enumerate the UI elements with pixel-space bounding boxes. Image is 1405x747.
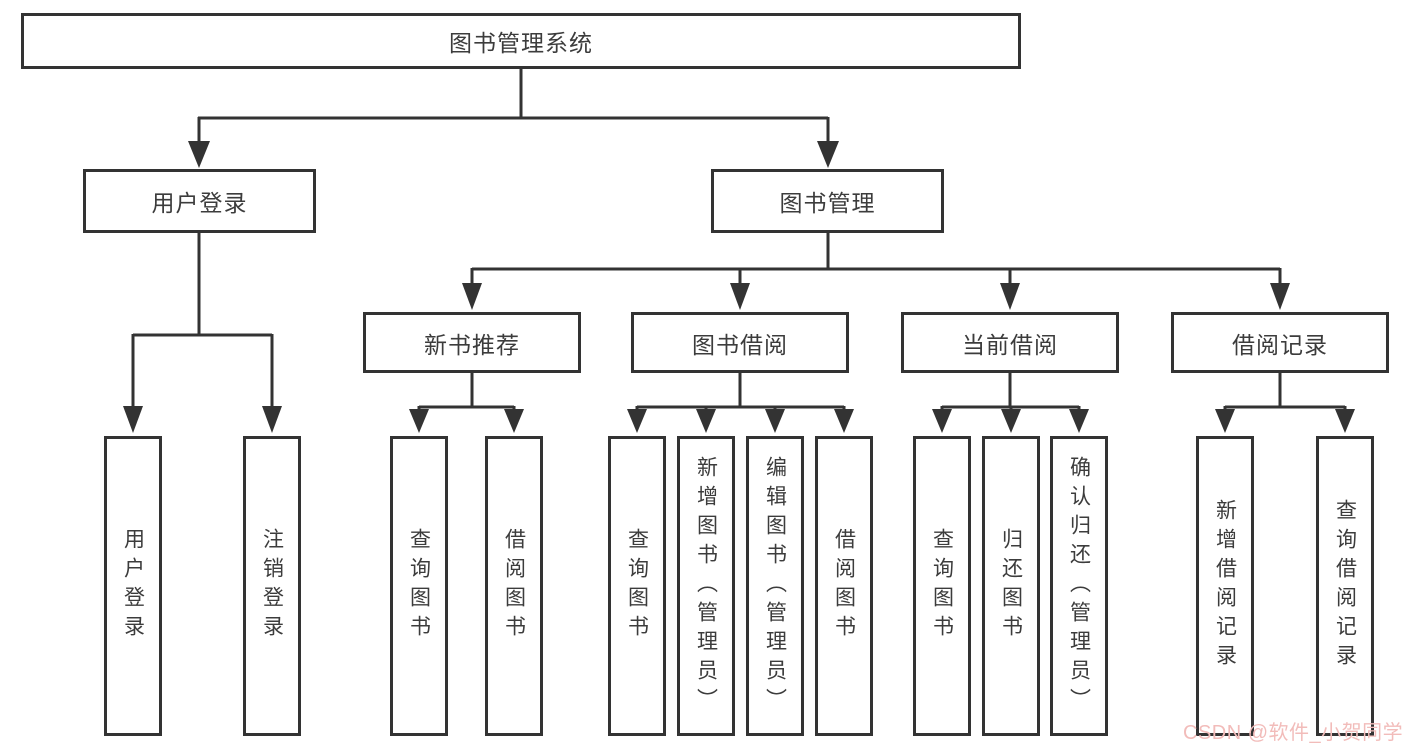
leaf-bb-query-books-label: 查询图书: [625, 528, 649, 644]
node-new-book-recommend-label: 新书推荐: [424, 331, 520, 358]
leaf-br-add-record: 新增借阅记录: [1196, 436, 1254, 736]
leaf-bb-borrow-books: 借阅图书: [815, 436, 873, 736]
node-book-borrow-label: 图书借阅: [692, 331, 788, 358]
leaf-cb-query-books-label: 查询图书: [930, 528, 954, 644]
leaf-bb-edit-books-label: 编辑图书（管理员）: [763, 455, 787, 717]
leaf-cb-return-books: 归还图书: [982, 436, 1040, 736]
node-root-label: 图书管理系统: [449, 30, 593, 56]
leaf-user-login-label: 用户登录: [121, 528, 145, 644]
leaf-bb-add-books-label: 新增图书（管理员）: [694, 455, 718, 717]
leaf-br-add-record-label: 新增借阅记录: [1213, 499, 1237, 673]
leaf-nb-query-books: 查询图书: [390, 436, 448, 736]
node-user-login: 用户登录: [83, 169, 316, 233]
csdn-watermark: CSDN @软件_小贺同学: [1183, 722, 1404, 744]
leaf-bb-query-books: 查询图书: [608, 436, 666, 736]
node-borrow-records-label: 借阅记录: [1232, 331, 1328, 358]
leaf-nb-borrow-books: 借阅图书: [485, 436, 543, 736]
leaf-br-query-record: 查询借阅记录: [1316, 436, 1374, 736]
leaf-cb-query-books: 查询图书: [913, 436, 971, 736]
leaf-br-query-record-label: 查询借阅记录: [1333, 499, 1357, 673]
node-book-management-label: 图书管理: [779, 190, 876, 216]
leaf-cb-confirm-return-label: 确认归还（管理员）: [1067, 455, 1091, 717]
node-book-borrow: 图书借阅: [631, 312, 849, 373]
leaf-bb-borrow-books-label: 借阅图书: [832, 528, 856, 644]
leaf-cb-return-books-label: 归还图书: [999, 528, 1023, 644]
leaf-user-login: 用户登录: [104, 436, 162, 736]
node-new-book-recommend: 新书推荐: [363, 312, 581, 373]
leaf-logout: 注销登录: [243, 436, 301, 736]
leaf-nb-query-books-label: 查询图书: [407, 528, 431, 644]
leaf-logout-label: 注销登录: [260, 528, 284, 644]
leaf-bb-add-books: 新增图书（管理员）: [677, 436, 735, 736]
node-root: 图书管理系统: [21, 13, 1021, 69]
node-borrow-records: 借阅记录: [1171, 312, 1389, 373]
leaf-cb-confirm-return: 确认归还（管理员）: [1050, 436, 1108, 736]
node-book-management: 图书管理: [711, 169, 944, 233]
node-current-borrow-label: 当前借阅: [962, 331, 1058, 358]
node-user-login-label: 用户登录: [151, 190, 248, 216]
leaf-bb-edit-books: 编辑图书（管理员）: [746, 436, 804, 736]
leaf-nb-borrow-books-label: 借阅图书: [502, 528, 526, 644]
node-current-borrow: 当前借阅: [901, 312, 1119, 373]
